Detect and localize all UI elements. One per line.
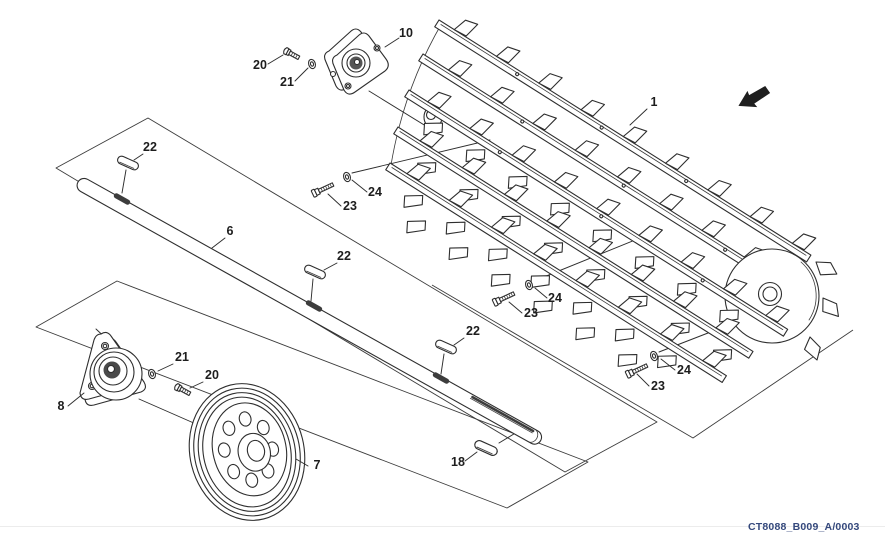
callout-bearing-top: 10 bbox=[399, 26, 413, 40]
pulley-boundary-parallelogram bbox=[35, 280, 589, 509]
flange-bearing-top bbox=[323, 28, 389, 95]
flange-bolt-hole bbox=[329, 70, 337, 78]
key-a bbox=[115, 154, 141, 172]
leader-line bbox=[384, 37, 400, 48]
callout-labels: 10 20 21 1 22 24 23 6 22 24 23 22 21 20 … bbox=[58, 26, 691, 472]
rotor-rail bbox=[385, 158, 727, 383]
callout-screw-bottom: 20 bbox=[205, 368, 219, 382]
bearing-center bbox=[106, 364, 116, 374]
leader-line bbox=[368, 90, 435, 132]
rotor-tooth bbox=[801, 336, 826, 361]
leader-line bbox=[508, 301, 523, 314]
leader-line bbox=[464, 451, 478, 462]
bolt-b bbox=[491, 289, 517, 307]
leader-line bbox=[189, 381, 204, 389]
direction-arrow-icon bbox=[738, 85, 771, 108]
callout-key-shaft-end: 18 bbox=[451, 455, 465, 469]
pulley-hole bbox=[217, 442, 231, 458]
washer-top bbox=[306, 57, 318, 71]
flange-bearing-left bbox=[79, 331, 147, 406]
callout-bearing-left: 8 bbox=[58, 399, 65, 413]
rotor-tine bbox=[486, 265, 515, 295]
washer-a bbox=[341, 170, 353, 184]
callout-screw-top: 20 bbox=[253, 58, 267, 72]
leader-line bbox=[440, 353, 445, 375]
leader-line bbox=[294, 67, 309, 82]
leader-line bbox=[351, 139, 491, 174]
key-b bbox=[302, 263, 328, 281]
callout-washer-b: 24 bbox=[548, 291, 562, 305]
callout-key-c: 22 bbox=[466, 324, 480, 338]
rotor-tine bbox=[401, 212, 430, 241]
leader-line bbox=[534, 287, 548, 299]
callout-key-b: 22 bbox=[337, 249, 351, 263]
flange-bolt-hole bbox=[374, 45, 380, 51]
bolt-a bbox=[310, 180, 336, 198]
rotor-tooth bbox=[815, 257, 838, 279]
leader-line bbox=[636, 373, 650, 387]
callout-leader-lines bbox=[67, 37, 676, 467]
rotor-tooth bbox=[820, 297, 841, 317]
screw-bottom bbox=[173, 382, 193, 398]
flange-bolt-hole bbox=[345, 83, 351, 89]
rotor-tine bbox=[443, 239, 473, 268]
callout-key-a: 22 bbox=[143, 140, 157, 154]
flange-bolt-hole bbox=[102, 343, 108, 349]
pulley-bore bbox=[246, 439, 266, 462]
pulley-hole bbox=[256, 419, 270, 436]
callout-washer-a: 24 bbox=[368, 185, 382, 199]
rotor-end-disc-bore bbox=[762, 286, 778, 302]
drawing-number: CT8088_B009_A/0003 bbox=[748, 521, 860, 533]
leader-line bbox=[133, 153, 144, 161]
callout-shaft: 6 bbox=[227, 224, 234, 238]
pulley-hole bbox=[222, 420, 236, 436]
leader-line bbox=[323, 262, 338, 271]
leader-line bbox=[267, 54, 284, 65]
key-connector-lines bbox=[121, 169, 445, 375]
rotor-rail bbox=[434, 14, 817, 263]
construction-lines bbox=[35, 117, 854, 509]
bottom-rule bbox=[0, 526, 885, 527]
leader-line bbox=[351, 179, 368, 193]
rotor-rail bbox=[393, 125, 754, 370]
key-c bbox=[433, 338, 459, 356]
leader-line bbox=[121, 169, 127, 194]
leader-line bbox=[453, 337, 465, 346]
pulley-hole bbox=[238, 411, 252, 427]
pulley-hole bbox=[227, 463, 241, 480]
leader-line bbox=[295, 458, 309, 467]
leader-line bbox=[660, 358, 676, 371]
callout-bolt-c: 23 bbox=[651, 379, 665, 393]
leader-line bbox=[211, 237, 226, 249]
rotor-boundary-lines bbox=[431, 284, 854, 439]
leader-line bbox=[327, 193, 342, 207]
callout-pulley: 7 bbox=[314, 458, 321, 472]
pulley-hole bbox=[245, 472, 259, 488]
callout-washer-c: 24 bbox=[677, 363, 691, 377]
leader-line bbox=[629, 108, 648, 126]
pulley bbox=[188, 383, 306, 521]
rotor-tine bbox=[570, 319, 599, 348]
callout-washer-bottom: 21 bbox=[175, 350, 189, 364]
rotor-assembly bbox=[385, 14, 841, 383]
leader-line bbox=[310, 278, 314, 302]
bearing-center bbox=[353, 58, 361, 66]
callout-bolt-a: 23 bbox=[343, 199, 357, 213]
callout-bolt-b: 23 bbox=[524, 306, 538, 320]
leader-line bbox=[67, 392, 85, 407]
screw-top bbox=[282, 46, 302, 62]
rotor-end-disc-edge bbox=[800, 261, 817, 321]
callout-washer-top: 21 bbox=[280, 75, 294, 89]
key-shaft-end bbox=[472, 438, 500, 458]
washer-c bbox=[648, 349, 660, 363]
shaft-keyway-slot bbox=[471, 395, 535, 433]
shaft-boundary-parallelogram bbox=[55, 117, 658, 473]
leader-line bbox=[138, 398, 197, 425]
leader-line bbox=[157, 363, 174, 372]
callout-rotor: 1 bbox=[651, 95, 658, 109]
rotor-rail bbox=[404, 86, 790, 337]
